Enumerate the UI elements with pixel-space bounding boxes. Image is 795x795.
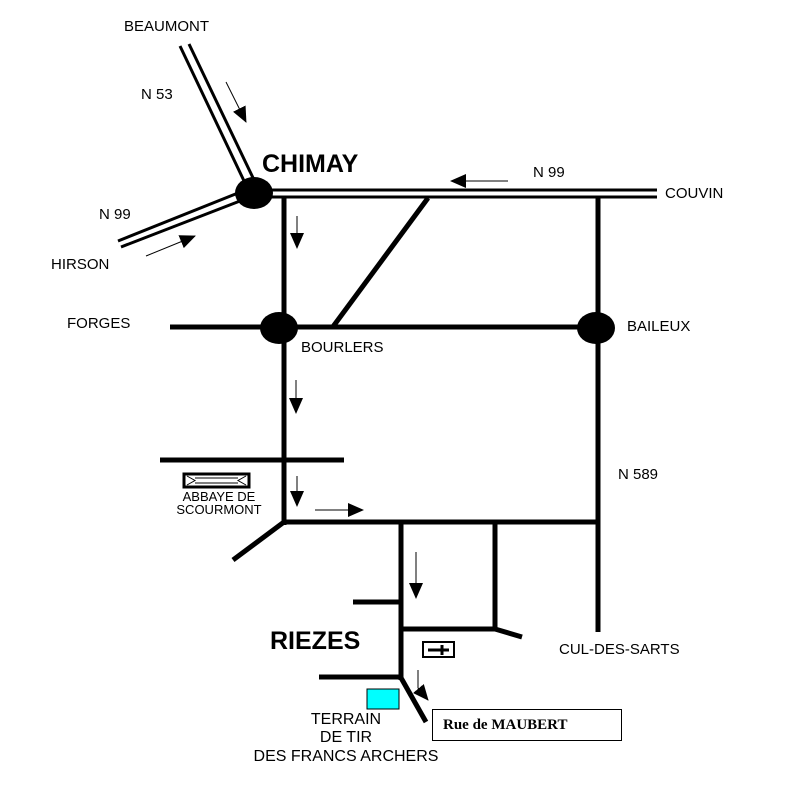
abbey-icon (182, 472, 251, 489)
label-bourlers: BOURLERS (301, 339, 384, 356)
road-loop-spur (494, 626, 523, 640)
road-n53 (178, 43, 257, 184)
label-n99-east: N 99 (533, 164, 565, 181)
label-baileux: BAILEUX (627, 318, 691, 335)
road-n99-west (117, 191, 241, 249)
road-southwest (231, 519, 286, 563)
label-chimay: CHIMAY (262, 150, 359, 178)
label-forges: FORGES (67, 315, 131, 332)
road-maubert (397, 674, 429, 724)
label-abbey-line1: ABBAYE DE (182, 489, 256, 504)
label-shooting-range: TERRAIN DE TIR DES FRANCS ARCHERS (216, 711, 476, 766)
label-cul-des-sarts: CUL-DES-SARTS (559, 641, 680, 658)
node-bourlers (260, 312, 298, 344)
arrow-hirson (145, 235, 196, 257)
label-beaumont: BEAUMONT (124, 18, 210, 35)
arrow-n53 (225, 81, 247, 123)
node-chimay (235, 177, 273, 209)
label-couvin: COUVIN (665, 185, 724, 202)
label-n589: N 589 (618, 466, 659, 483)
label-range-line3: DES FRANCS ARCHERS (253, 747, 439, 765)
arrow-maubert (413, 670, 429, 701)
label-rue-de-maubert: Rue de MAUBERT (432, 709, 622, 741)
label-n99-west: N 99 (99, 206, 131, 223)
node-baileux (577, 312, 615, 344)
church-icon (422, 641, 455, 658)
label-hirson: HIRSON (51, 256, 110, 273)
label-n53: N 53 (141, 86, 173, 103)
label-range-line1: TERRAIN (310, 711, 382, 728)
label-abbey-line2: SCOURMONT (176, 502, 262, 517)
road-n99-east (260, 188, 657, 199)
road-diagonal (329, 196, 431, 330)
label-range-line2: DE TIR (319, 729, 373, 747)
label-riezes: RIEZES (270, 627, 361, 655)
shooting-range-marker (366, 688, 400, 710)
label-abbey: ABBAYE DE SCOURMONT (164, 490, 274, 516)
